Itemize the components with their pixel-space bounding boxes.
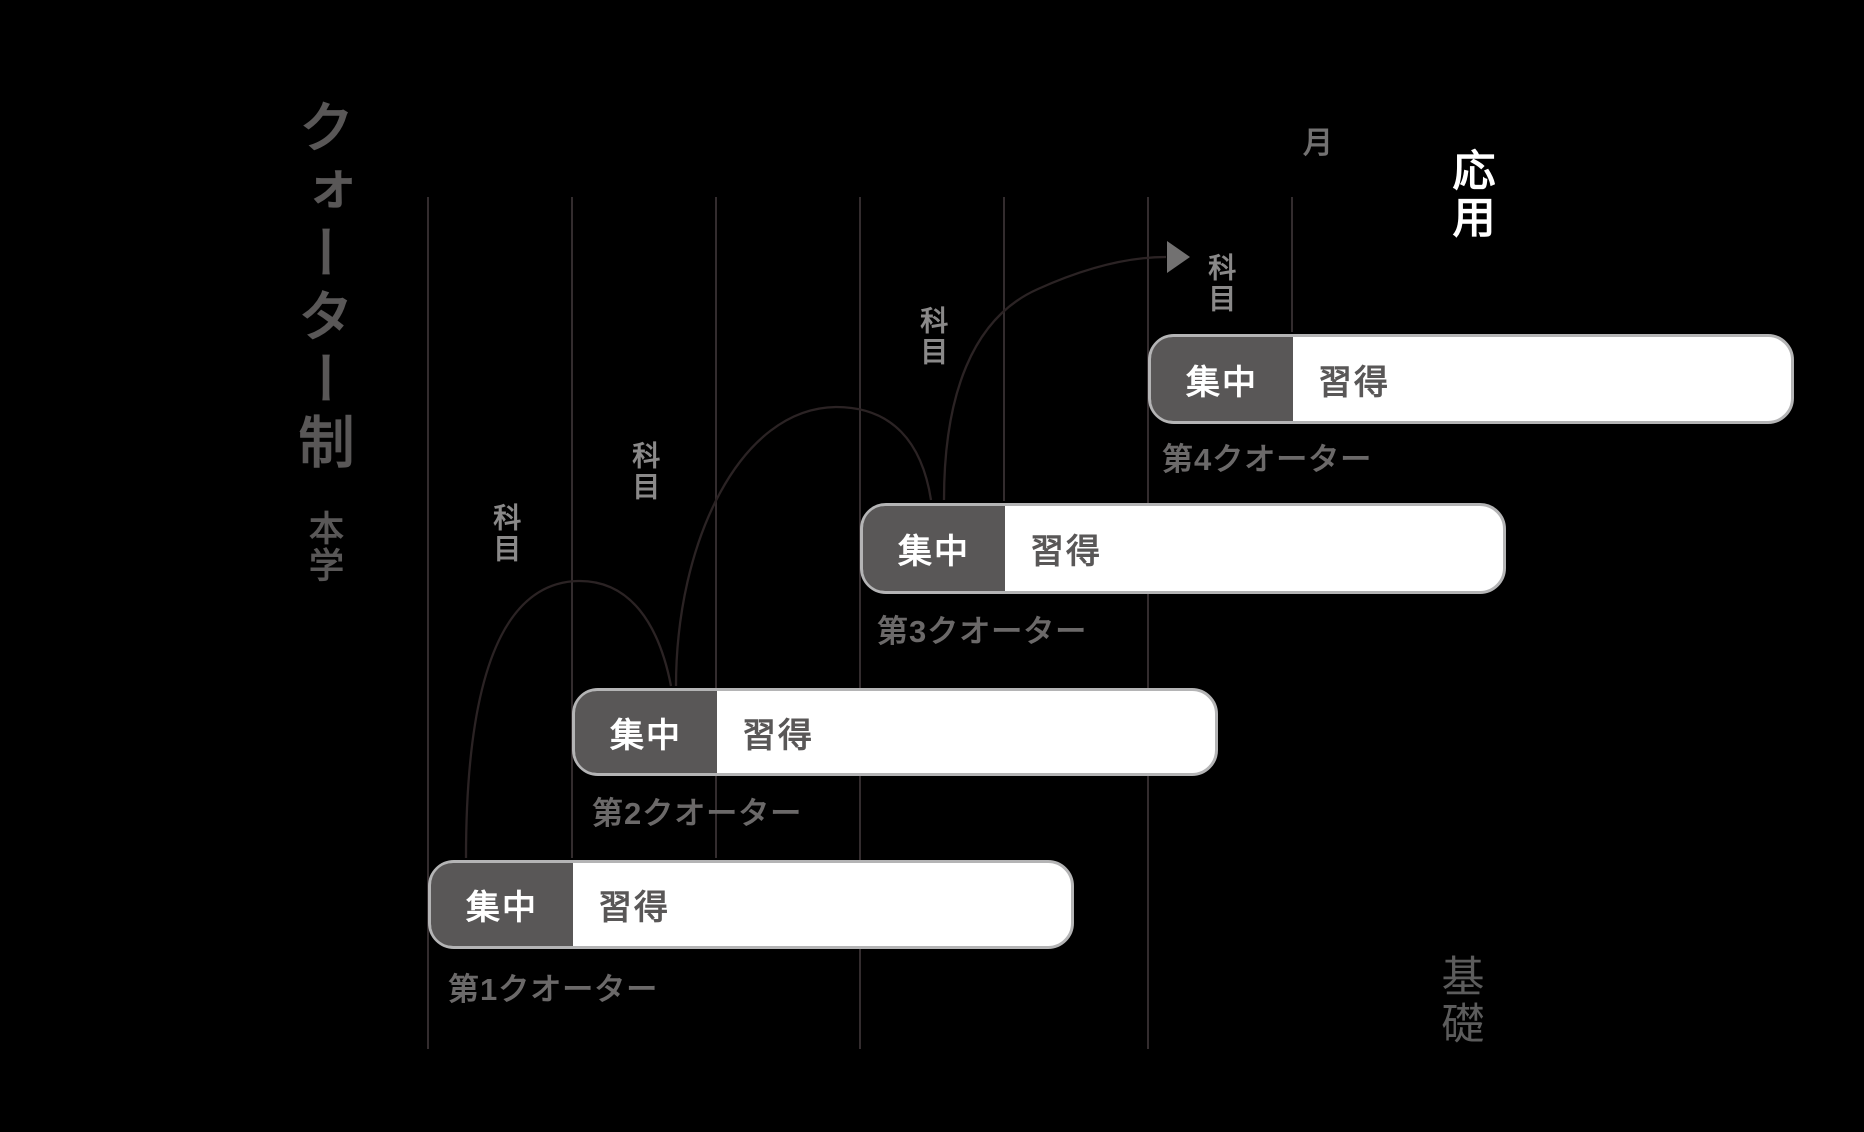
subject-label-2: 科目 [629, 441, 661, 503]
level-label-advanced: 応用 [1446, 148, 1494, 242]
subject-label-3: 科目 [917, 306, 949, 368]
diagram-subtitle: 本学 [304, 510, 343, 584]
focus-segment: 集中 [1151, 337, 1293, 421]
quarter-bar-2: 集中 習得 [572, 688, 1218, 776]
acquire-segment: 習得 [1318, 363, 1390, 402]
focus-segment: 集中 [863, 506, 1005, 591]
bounce-arc-q3-q4 [942, 255, 1167, 501]
bounce-arc-q2-q3 [674, 405, 933, 687]
acquire-segment: 習得 [598, 889, 670, 927]
quarter-bar-4: 集中 習得 [1148, 334, 1794, 424]
quarter-label-4: 第4クオーター [1162, 442, 1373, 477]
acquire-segment: 習得 [1030, 533, 1102, 571]
quarter-label-1: 第1クオーター [448, 972, 659, 1007]
quarter-bar-1: 集中 習得 [428, 860, 1074, 949]
quarter-bar-3: 集中 習得 [860, 503, 1506, 594]
subject-label-4: 科目 [1205, 253, 1237, 315]
level-label-basic: 基礎 [1435, 954, 1483, 1048]
acquire-segment: 習得 [742, 716, 814, 755]
bounce-arcs [464, 255, 1167, 859]
quarter-label-2: 第2クオーター [592, 796, 803, 831]
bounce-arc-q1-q2 [464, 579, 673, 859]
axis-month-label: 月 [1303, 127, 1333, 160]
focus-segment: 集中 [431, 863, 573, 946]
right-arrow-icon [1167, 241, 1190, 273]
subject-label-1: 科目 [490, 503, 522, 565]
focus-segment: 集中 [575, 691, 717, 773]
diagram-title: クォーター制 [291, 98, 354, 476]
quarter-label-3: 第3クオーター [877, 614, 1088, 649]
